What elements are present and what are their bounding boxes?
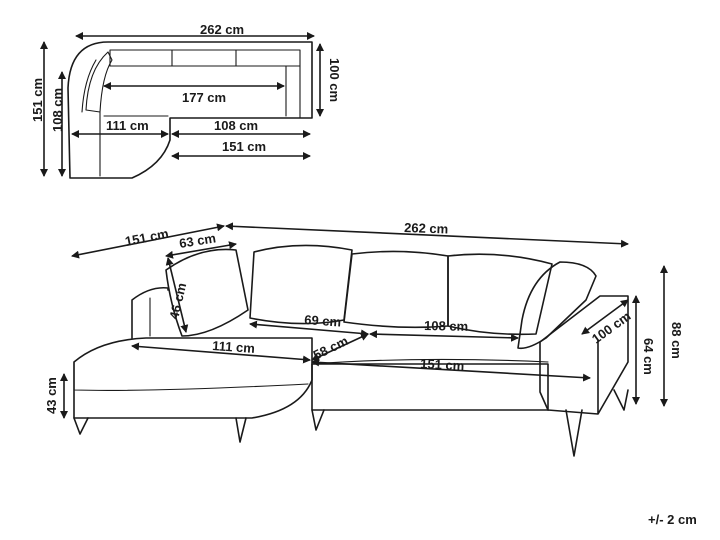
front-seat-depth-inner-label: 69 cm [304,312,342,330]
leg-main-right [565,409,583,457]
front-cushion-width-label: 63 cm [178,230,217,251]
top-right-width-label: 151 cm [222,139,266,154]
front-total-height-label: 88 cm [669,322,684,359]
back-cushion-left [249,244,353,325]
top-depth-label: 151 cm [30,78,45,122]
leg-front-middle [235,417,247,443]
top-view-left-back [81,51,113,113]
leg-arm-right [613,389,629,411]
top-view-chaise-seam [99,111,169,177]
front-arm-depth-label: 100 cm [589,308,633,346]
back-cushion-middle [343,250,449,329]
front-cushion-width-dimension [165,241,237,259]
front-seat-width-label: 108 cm [424,318,468,334]
top-chaise-width-label: 111 cm [106,118,149,133]
front-seat-depth-dimension [311,333,369,361]
front-total-width-dimension [225,222,629,248]
top-inner-width-label: 177 cm [182,90,226,105]
front-cushion-height-dimension [165,257,189,333]
front-seat-height-label: 43 cm [44,377,59,414]
leg-front-left [73,417,89,435]
front-cushion-height-label: 46 cm [166,281,189,320]
top-seat-width-label: 108 cm [214,118,258,133]
front-total-width-label: 262 cm [404,220,449,237]
front-chaise-width-label: 111 cm [212,338,256,356]
front-chaise-depth-label: 151 cm [124,226,170,249]
right-throw-pillow [517,261,597,350]
front-base-width-dimension [311,358,591,382]
top-view: 262 cm 151 cm 108 cm 100 cm 177 cm 111 c… [30,22,342,179]
front-chaise-depth-dimension [71,223,225,259]
front-view: 151 cm 262 cm 63 cm 46 cm 69 cm 108 cm 1… [44,220,684,457]
top-view-back-cushions [109,49,301,67]
front-seat-width-dimension [369,330,519,342]
top-view-right-arm [285,65,301,119]
top-back-depth-label: 108 cm [50,88,65,132]
top-view-outline [67,41,313,179]
front-arm-depth-dimension [581,299,629,335]
top-width-label: 262 cm [200,22,244,37]
front-seat-depth-inner-dimension [249,320,369,338]
front-base-width-label: 151 cm [420,356,465,373]
tolerance-note: +/- 2 cm [648,512,697,527]
front-seat-depth-label: 58 cm [311,333,351,363]
front-chaise-width-dimension [131,342,311,364]
top-seat-depth-label: 100 cm [327,58,342,102]
right-arm [539,295,629,415]
leg-main-left [311,409,325,431]
chaise-seat-edge [73,361,309,391]
front-arm-height-label: 64 cm [641,338,656,375]
